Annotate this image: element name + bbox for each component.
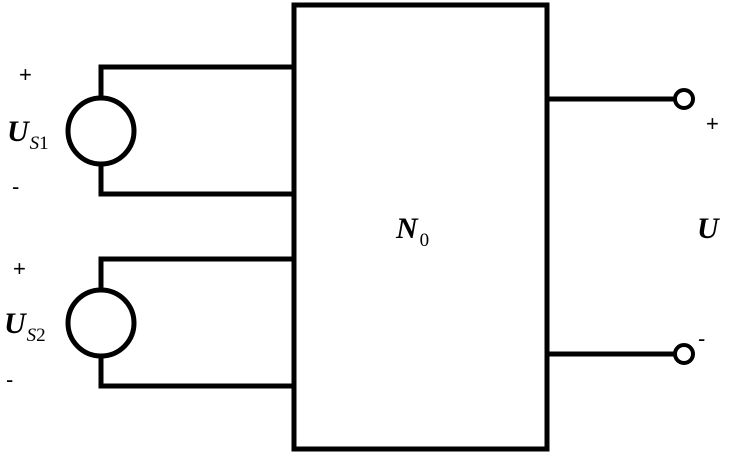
source1-label-sub-letter: S: [30, 133, 40, 154]
source1-label: US1: [7, 115, 49, 154]
source1-plus-sign: +: [19, 62, 32, 87]
output-terminal-bottom: [673, 343, 695, 365]
output-plus-sign: +: [706, 111, 719, 136]
source1-label-sub-number: 1: [39, 133, 49, 154]
source2-plus-sign: +: [13, 256, 26, 281]
output-minus-sign: -: [698, 326, 705, 351]
output-voltage-label: U: [697, 212, 720, 245]
voltage-source-1-symbol: [65, 95, 137, 167]
network-label-sub: 0: [420, 230, 430, 251]
source1-minus-sign: -: [12, 174, 19, 199]
source2-label-sub-number: 2: [36, 325, 46, 346]
network-label-main: N: [395, 212, 419, 245]
source2-label-sub-letter: S: [27, 325, 37, 346]
source2-label-main: U: [4, 307, 27, 340]
voltage-source-2-symbol: [65, 287, 137, 359]
source2-minus-sign: -: [6, 367, 13, 392]
output-terminal-top: [673, 88, 695, 110]
source1-label-main: U: [7, 115, 30, 148]
source2-label: US2: [4, 307, 46, 346]
network-n0-box: [291, 2, 550, 452]
